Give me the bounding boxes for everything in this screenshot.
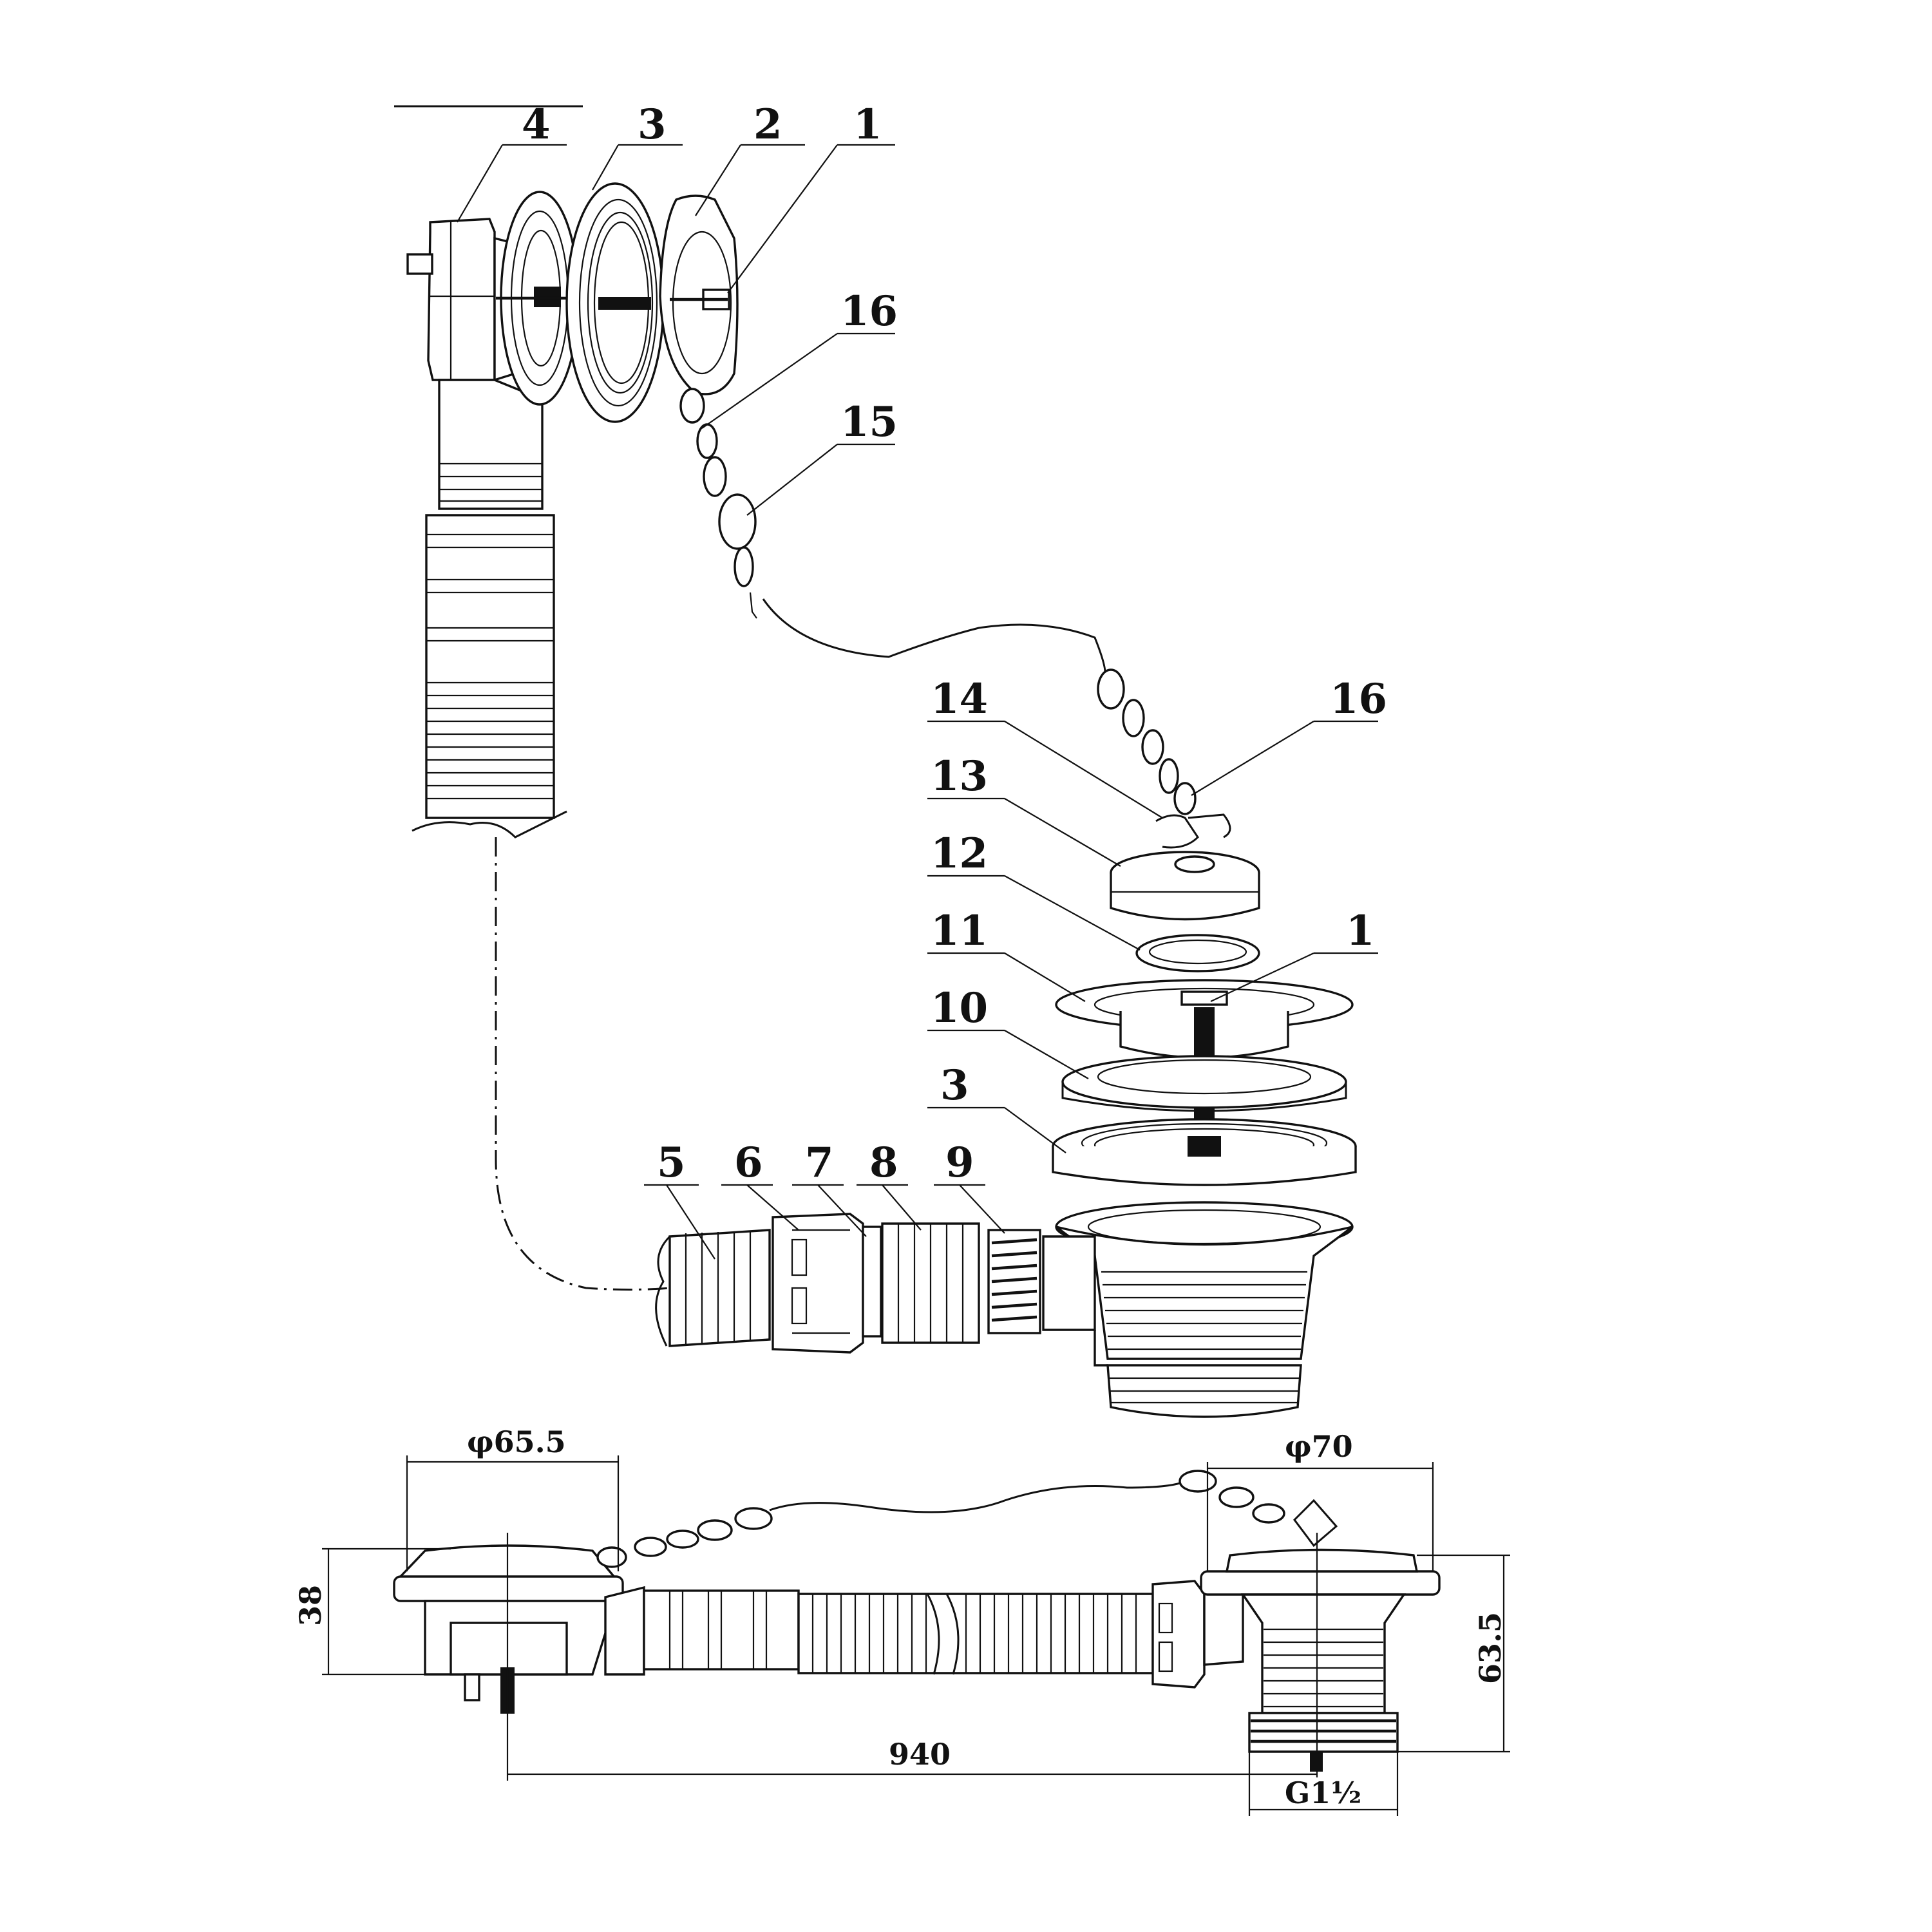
dimension-waste-height: 63.5 bbox=[1473, 1612, 1508, 1684]
assembled-view: φ65.5 φ70 38 63.5 940 G1½ bbox=[293, 1425, 1510, 1816]
callout-1-top: 1 bbox=[853, 100, 882, 149]
assembled-chain bbox=[596, 1470, 1338, 1568]
union-nut bbox=[772, 1213, 882, 1354]
corrugated-hose-lower bbox=[655, 1229, 771, 1347]
s-hook bbox=[1155, 814, 1199, 849]
callout-16-right: 16 bbox=[1330, 675, 1387, 723]
waste-exploded-view bbox=[655, 851, 1357, 1418]
flexible-hose-upper bbox=[412, 514, 670, 1291]
dimension-waste-diameter: φ70 bbox=[1285, 1429, 1353, 1464]
under-gasket bbox=[1052, 1118, 1357, 1186]
o-ring bbox=[1135, 934, 1260, 972]
callout-16-top: 16 bbox=[840, 287, 898, 336]
callout-2: 2 bbox=[753, 100, 782, 149]
callout-3-top: 3 bbox=[638, 100, 667, 149]
callout-12: 12 bbox=[931, 829, 988, 878]
callout-11: 11 bbox=[931, 907, 988, 955]
dimension-overflow-height: 38 bbox=[293, 1585, 328, 1626]
threaded-spigot bbox=[987, 1229, 1041, 1334]
callout-8: 8 bbox=[869, 1139, 898, 1187]
overflow-cover bbox=[659, 194, 739, 395]
callout-5: 5 bbox=[657, 1139, 686, 1187]
dimension-overflow-diameter: φ65.5 bbox=[467, 1425, 566, 1459]
overflow-gasket bbox=[565, 182, 665, 423]
callout-6: 6 bbox=[734, 1139, 763, 1187]
callout-13: 13 bbox=[931, 752, 988, 800]
overflow-exploded-view bbox=[394, 105, 1231, 849]
callout-leaders bbox=[457, 144, 1378, 1260]
dimension-length: 940 bbox=[889, 1737, 951, 1772]
callout-numbers: 4 3 2 1 16 15 14 16 13 12 11 1 10 3 5 6 … bbox=[522, 100, 1387, 1187]
callout-14: 14 bbox=[931, 675, 988, 723]
dimension-thread: G1½ bbox=[1285, 1776, 1361, 1810]
callout-9: 9 bbox=[945, 1139, 974, 1187]
callout-15: 15 bbox=[840, 398, 898, 446]
plug bbox=[1110, 851, 1260, 921]
callout-4: 4 bbox=[522, 100, 551, 149]
assembled-waste bbox=[1200, 1533, 1441, 1777]
callout-3-right: 3 bbox=[940, 1061, 969, 1110]
hose-end-corrugated bbox=[881, 1222, 980, 1344]
dimension-lines bbox=[322, 1455, 1510, 1816]
callout-7: 7 bbox=[805, 1139, 834, 1187]
top-gasket bbox=[1061, 1055, 1347, 1112]
waste-body bbox=[1042, 1201, 1354, 1418]
assembled-overflow bbox=[393, 1533, 624, 1714]
callout-1-right: 1 bbox=[1346, 907, 1375, 955]
assembled-hose bbox=[604, 1580, 1206, 1689]
callout-10: 10 bbox=[931, 984, 988, 1032]
overflow-chain bbox=[679, 388, 1197, 815]
